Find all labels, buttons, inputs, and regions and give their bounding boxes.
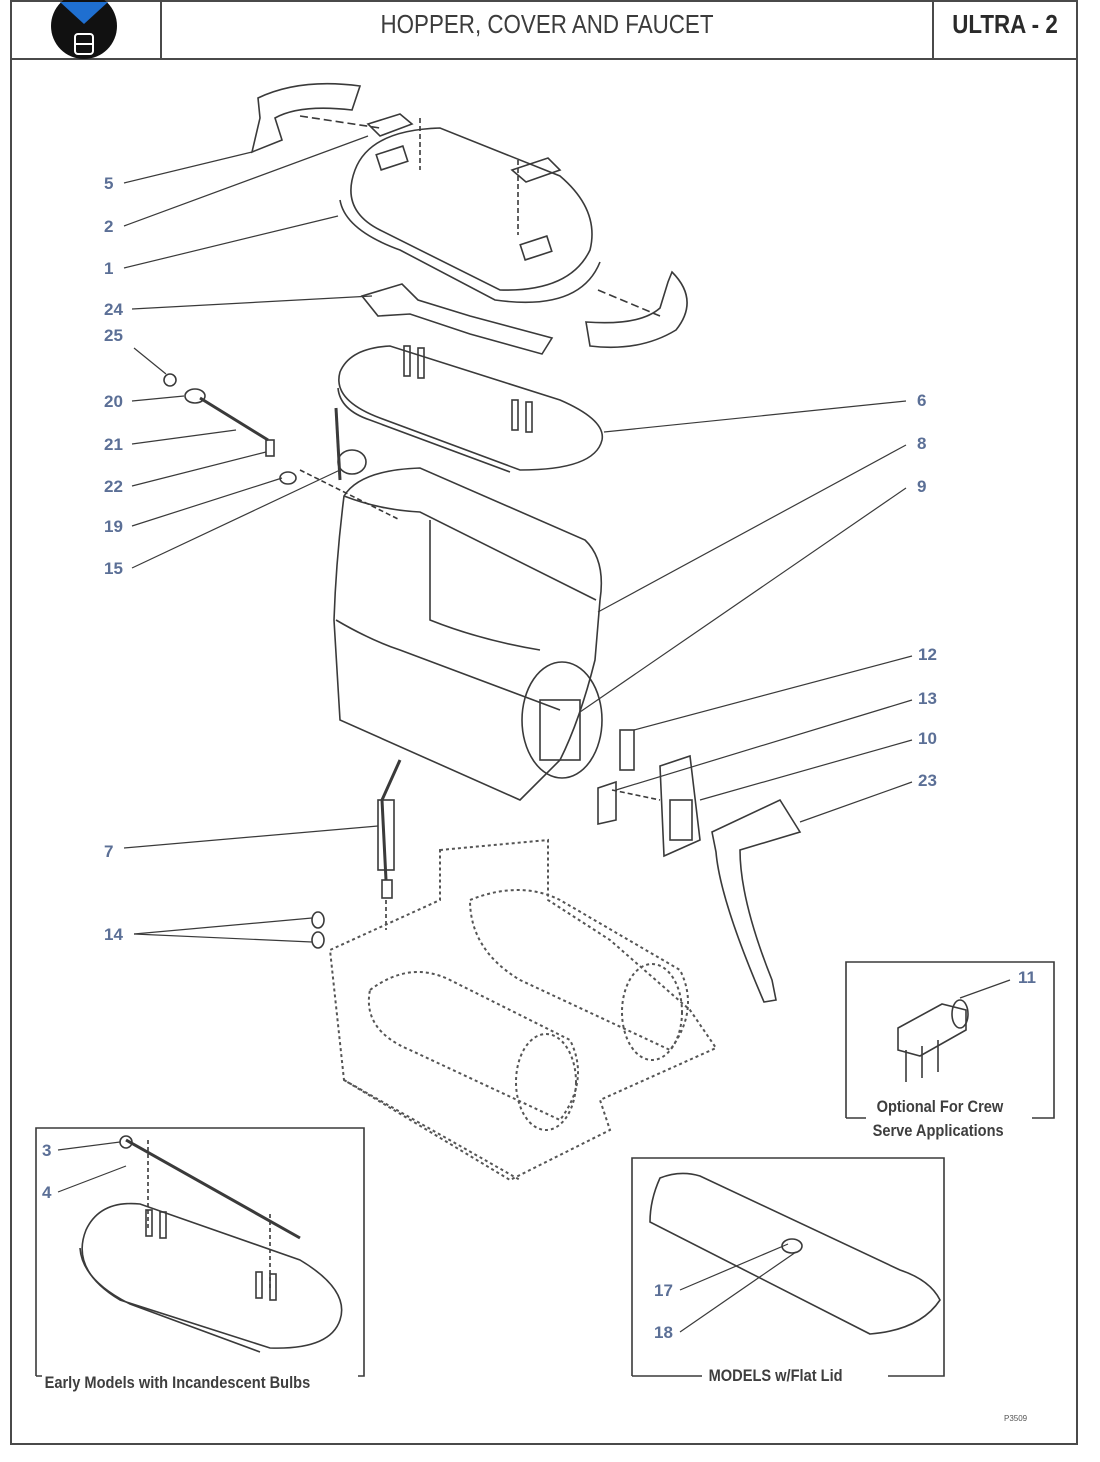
- callout-23: 23: [918, 771, 937, 790]
- logo-cell: [10, 0, 162, 60]
- faucet-handle: [711, 798, 802, 1003]
- callout-21: 21: [104, 435, 123, 454]
- inset-leader-lines: [57, 1141, 797, 1333]
- brand-logo: [51, 0, 117, 59]
- callout-20: 20: [104, 392, 123, 411]
- callout-5: 5: [104, 174, 114, 193]
- inset-flatlid-box: [631, 1157, 945, 1377]
- callout-25: 25: [104, 326, 123, 345]
- light-bracket: [360, 283, 554, 355]
- page-frame: [10, 0, 1078, 1445]
- callout-12: 12: [918, 645, 937, 664]
- optional-caption-line1: Optional For Crew: [874, 1097, 1006, 1117]
- callout-9: 9: [917, 477, 927, 496]
- hopper-lid: [338, 345, 604, 471]
- optional-caption-line2: Serve Applications: [870, 1121, 1007, 1141]
- callout-7: 7: [104, 842, 114, 861]
- flat-lid-caption: MODELS w/Flat Lid: [706, 1366, 846, 1386]
- early-models-caption: Early Models with Incandescent Bulbs: [42, 1373, 313, 1393]
- callout-15: 15: [104, 559, 123, 578]
- callout-22: 22: [104, 477, 123, 496]
- callout-6: 6: [917, 391, 927, 410]
- callout-2: 2: [104, 217, 114, 236]
- page-title: HOPPER, COVER AND FAUCET: [380, 9, 714, 39]
- callout-14: 14: [104, 925, 123, 944]
- inset-optional-box: [845, 961, 1055, 1119]
- inset-early-box: [35, 1127, 365, 1377]
- header-bar: [10, 0, 1078, 60]
- rotate-arrow-left: [250, 82, 362, 154]
- callout-17: 17: [654, 1281, 673, 1300]
- callout-1: 1: [104, 259, 114, 278]
- rotate-arrow-right: [585, 270, 688, 349]
- page-code: P3509: [1004, 1414, 1028, 1423]
- callout-4: 4: [42, 1183, 52, 1202]
- model-cell: [932, 0, 1078, 60]
- crew-serve-part: [897, 999, 969, 1082]
- callout-24: 24: [104, 300, 123, 319]
- hopper-cover: [350, 127, 593, 291]
- freezing-cylinders-outline: [328, 838, 718, 1182]
- callout-19: 19: [104, 517, 123, 536]
- callout-8: 8: [917, 434, 927, 453]
- inset-boxes: [35, 961, 1055, 1377]
- callout-3: 3: [42, 1141, 52, 1160]
- hopper-body: [333, 467, 603, 801]
- callout-11: 11: [1018, 968, 1036, 987]
- hopper-assembly-art: [163, 82, 802, 1003]
- model-label: ULTRA - 2: [952, 9, 1058, 39]
- callout-13: 13: [918, 689, 937, 708]
- callout-18: 18: [654, 1323, 673, 1342]
- callout-10: 10: [918, 729, 937, 748]
- callout-leader-lines: [123, 135, 1011, 999]
